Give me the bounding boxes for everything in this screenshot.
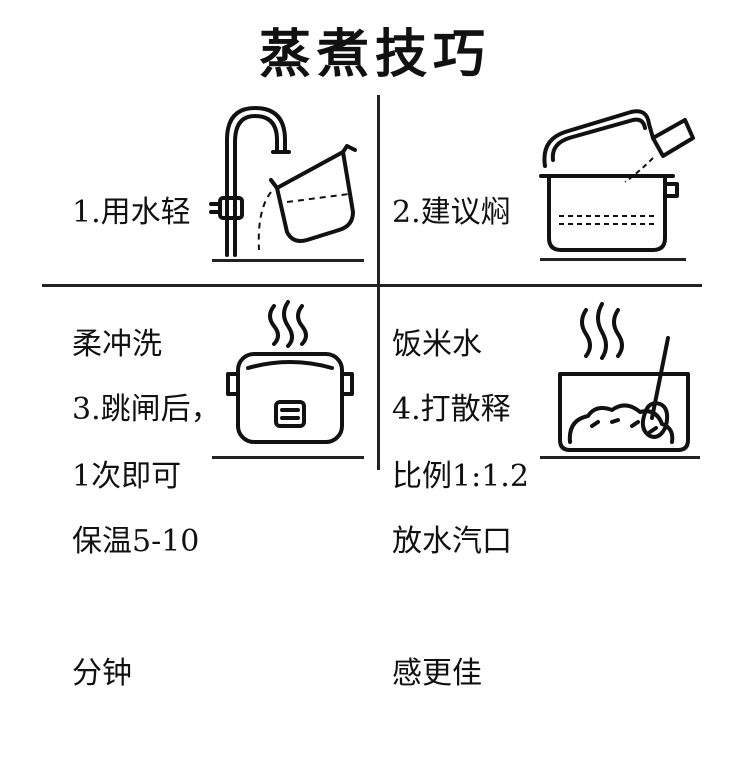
- step-3-line-1: 3.跳闸后，: [72, 392, 221, 427]
- rice-cooker-add-water-icon: [539, 109, 695, 252]
- step-1-line-1: 1.用水轻: [72, 195, 191, 230]
- vertical-divider: [377, 95, 380, 470]
- page-title: 蒸煮技巧: [258, 25, 491, 85]
- step-1-line-2: 柔冲洗: [72, 327, 162, 362]
- step-3-line-3: 分钟: [72, 656, 132, 691]
- rice-cooker-steam-icon: [226, 300, 354, 444]
- bowl-rice-spoon-icon: [558, 302, 690, 452]
- step-2-line-2: 饭米水: [392, 327, 482, 362]
- step-4-baseline: [540, 456, 700, 459]
- step-1-text: 1.用水轻 柔冲洗 1次即可: [72, 103, 191, 587]
- step-4-text: 4.打散释 放水汽口 感更佳: [392, 300, 512, 784]
- step-2-line-3: 比例1:1.2: [392, 459, 529, 494]
- step-3-text: 3.跳闸后， 保温5-10 分钟: [72, 300, 221, 784]
- step-4-line-1: 4.打散释: [392, 392, 511, 427]
- step-3-baseline: [212, 456, 364, 459]
- horizontal-divider: [42, 284, 702, 287]
- step-1-baseline: [212, 259, 364, 262]
- step-4-line-2: 放水汽口: [392, 524, 512, 559]
- step-4-line-3: 感更佳: [392, 656, 482, 691]
- faucet-pouring-water-icon: [209, 106, 357, 257]
- step-2-baseline: [540, 258, 686, 261]
- step-3-line-2: 保温5-10: [72, 524, 200, 559]
- step-2-line-1: 2.建议焖: [392, 195, 511, 230]
- step-1-line-3: 1次即可: [72, 459, 182, 494]
- step-2-text: 2.建议焖 饭米水 比例1:1.2: [392, 103, 529, 587]
